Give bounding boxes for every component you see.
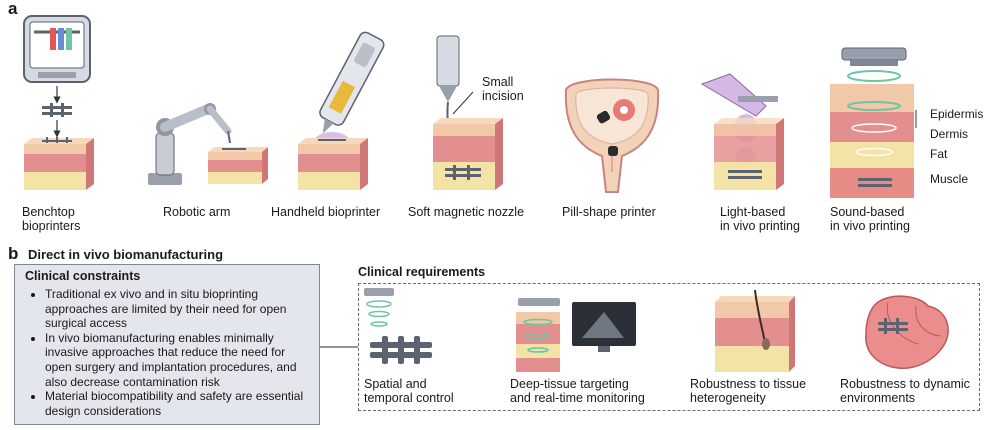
small-incision-label: Small incision: [482, 75, 524, 103]
method-label-light-based: Light-based in vivo printing: [720, 205, 800, 233]
method-label-robotic-arm: Robotic arm: [163, 205, 231, 219]
layer-label-muscle: Muscle: [930, 172, 969, 186]
tissue-heterogeneity-icon: [715, 289, 795, 372]
panel-b-letter: b: [8, 244, 19, 263]
constraint-bullet-1: Traditional ex vivo and in situ bioprint…: [45, 287, 313, 331]
requirement-label-deep-tissue: Deep-tissue targeting and real-time moni…: [510, 377, 645, 405]
spatial-control-icon: [364, 288, 432, 364]
clinical-constraints-heading: Clinical constraints: [25, 269, 141, 283]
layer-label-epidermis: Epidermis: [930, 107, 984, 121]
method-label-benchtop: Benchtop bioprinters: [22, 205, 81, 233]
connector-line: [320, 346, 358, 348]
clinical-requirements-heading: Clinical requirements: [358, 265, 486, 279]
requirement-label-dynamic: Robustness to dynamic environments: [840, 377, 970, 405]
method-label-handheld: Handheld bioprinter: [271, 205, 381, 219]
constraint-bullet-3: Material biocompatibility and safety are…: [45, 389, 313, 418]
benchtop-bioprinter-icon: [23, 15, 94, 190]
sound-based-printing-icon: [830, 47, 917, 198]
clinical-requirements-box: [358, 283, 980, 411]
deep-tissue-monitoring-icon: [516, 298, 636, 372]
requirement-label-spatial: Spatial and temporal control: [364, 377, 454, 405]
panel-a-letter: a: [8, 0, 18, 18]
light-based-printing-icon: [700, 73, 784, 190]
layer-label-fat: Fat: [930, 147, 948, 161]
panel-b-title: Direct in vivo biomanufacturing: [28, 247, 224, 262]
constraint-bullet-2: In vivo biomanufacturing enables minimal…: [45, 331, 313, 389]
clinical-constraints-box: Clinical constraints Traditional ex vivo…: [14, 264, 320, 425]
soft-magnetic-nozzle-icon: [433, 35, 503, 190]
method-label-sound-based: Sound-based in vivo printing: [830, 205, 910, 233]
layer-label-dermis: Dermis: [930, 127, 968, 141]
dynamic-environment-heart-icon: [865, 295, 949, 370]
method-label-pill-shape: Pill-shape printer: [562, 205, 656, 219]
method-label-soft-magnetic-nozzle: Soft magnetic nozzle: [408, 205, 525, 219]
requirement-label-heterogeneity: Robustness to tissue heterogeneity: [690, 377, 807, 405]
handheld-bioprinter-icon: [298, 31, 385, 190]
robotic-arm-icon: [148, 103, 268, 185]
pill-shape-printer-icon: [564, 78, 660, 193]
